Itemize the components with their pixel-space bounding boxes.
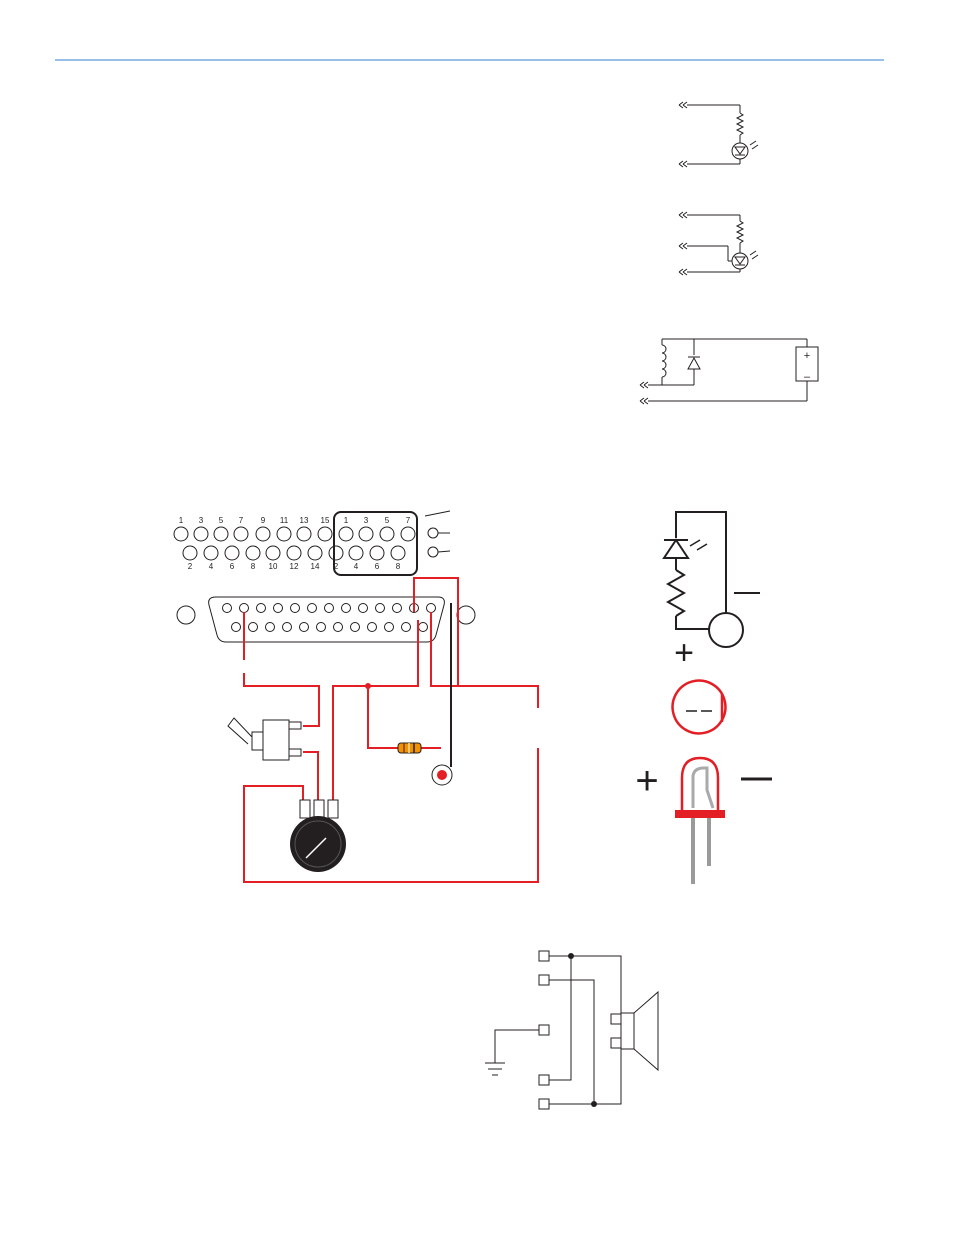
- pin-label-11: 11: [280, 516, 289, 525]
- panel-led: [432, 765, 452, 785]
- pin-label-6: 6: [230, 562, 235, 571]
- bottom-pin-row: [183, 546, 405, 560]
- battery-plus-label: +: [804, 350, 810, 362]
- relay-battery-schematic: + –: [640, 339, 818, 404]
- pin-label-5: 5: [219, 516, 224, 525]
- aux-pin-label-5: 5: [385, 516, 390, 525]
- aux-pin-label-1: 1: [344, 516, 349, 525]
- potentiometer: [290, 800, 346, 872]
- led-symbol-diagram: +: [664, 512, 760, 672]
- pin-label-4: 4: [209, 562, 214, 571]
- pin-label-15: 15: [321, 516, 330, 525]
- toggle-switch: [228, 718, 301, 760]
- top-pin-row: [174, 527, 415, 541]
- led-resistor-schematic-1: [679, 102, 758, 167]
- aux-pin-label-3: 3: [364, 516, 369, 525]
- pin-header-diagram: 1 3 5 7 9 11 13 15 2 4 6 8 10 12 14 1 3 …: [174, 511, 538, 882]
- resistor: [398, 743, 421, 753]
- junction-dot-2: [591, 1101, 597, 1107]
- pin-label-2: 2: [188, 562, 193, 571]
- pin-label-1: 1: [179, 516, 184, 525]
- pin-label-13: 13: [300, 516, 309, 525]
- pin-label-10: 10: [269, 562, 278, 571]
- pin-label-12: 12: [290, 562, 299, 571]
- aux-pin-label-7: 7: [406, 516, 411, 525]
- battery-minus-label: –: [804, 371, 811, 383]
- physical-led: +: [635, 681, 772, 884]
- pin-label-9: 9: [261, 516, 266, 525]
- led-resistor-schematic-2: [679, 212, 758, 275]
- physical-led-plus: +: [635, 759, 658, 803]
- aux-pin-label-8: 8: [396, 562, 401, 571]
- speaker-wiring-diagram: [485, 951, 658, 1109]
- led-symbol-plus: +: [674, 634, 694, 672]
- pin-label-3: 3: [199, 516, 204, 525]
- aux-pin-label-6: 6: [375, 562, 380, 571]
- wire-junction: [365, 683, 371, 689]
- pin-label-14: 14: [311, 562, 320, 571]
- junction-dot-1: [568, 953, 574, 959]
- pin-label-8: 8: [251, 562, 256, 571]
- pin-label-7: 7: [239, 516, 244, 525]
- aux-pin-label-4: 4: [354, 562, 359, 571]
